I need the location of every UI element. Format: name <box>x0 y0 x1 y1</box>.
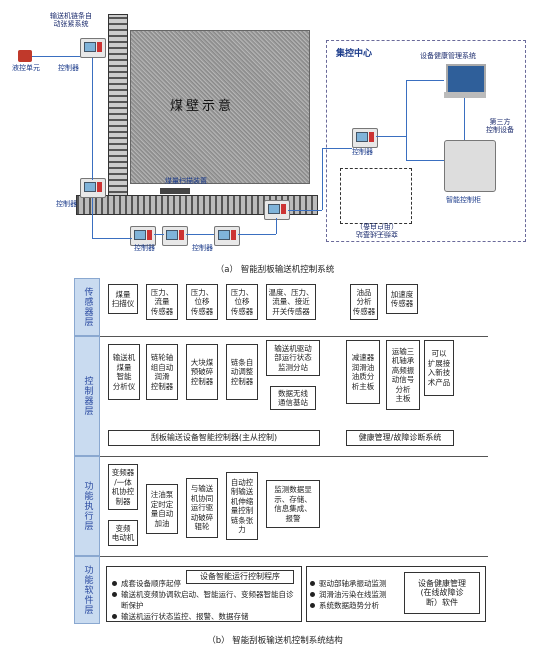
main-controller: 刮板输送设备智能控制器(主从控制) <box>108 430 320 446</box>
list-item: 输送机运行状态监控、报警、数据存储 <box>112 611 296 622</box>
link-line <box>32 56 80 57</box>
layer-actuator: 功能执行层 <box>74 456 100 556</box>
controller-box: 可以 扩展接 入新技 术产品 <box>424 340 454 396</box>
health-system-label: 设备健康管理系统 <box>420 52 476 60</box>
actuator-box: 监测数据显 示、存储、 信息集成、 报警 <box>266 480 320 528</box>
controller-label-1: 控制器 <box>58 64 79 72</box>
controller-bottom-2 <box>162 226 188 246</box>
sensor-box: 压力、 流量 传感器 <box>146 284 178 320</box>
hydraulic-unit-icon <box>18 50 32 62</box>
controller-right <box>264 200 290 220</box>
controller-left <box>80 178 106 198</box>
link-line <box>376 136 406 137</box>
conveyor-horizontal <box>76 195 318 215</box>
link-line <box>406 80 444 81</box>
wireless-base-label: 变频无线基站 （用户自备） <box>356 222 398 238</box>
link-line <box>322 148 352 149</box>
coal-wall-label: 煤壁示意 <box>170 99 235 114</box>
sensor-box: 油品 分析 传感器 <box>350 284 378 320</box>
controller-top <box>80 38 106 58</box>
software-right-list: 驱动部轴承振动监测 润滑油污染在线监测 系统数据趋势分析 <box>310 578 400 611</box>
sensor-box: 温度、压力、 流量、接近 开关传感器 <box>266 284 316 320</box>
layer-software: 功能软件层 <box>74 556 100 624</box>
controller-box: 输送机 煤量 智能 分析仪 <box>108 344 140 400</box>
list-item: 成套设备顺序起停 <box>112 578 191 589</box>
controller-box: 减速器 润滑油 油质分 析主板 <box>346 340 380 404</box>
wireless-box <box>340 168 412 224</box>
link-line <box>92 58 94 180</box>
list-item: 输送机变频协调软启动、智能运行、变频器智能自诊断保护 <box>112 589 296 611</box>
layer-controller: 控制器层 <box>74 336 100 456</box>
sensor-box: 加速度 传感器 <box>386 284 418 314</box>
software-left-list: 成套设备顺序起停 输送机变频协调软启动、智能运行、变频器智能自诊断保护 输送机运… <box>112 578 296 622</box>
actuator-box: 注油泵 定时定 量自动 加油 <box>146 484 178 534</box>
list-item: 驱动部轴承振动监测 <box>310 578 400 589</box>
sensor-box: 煤量 扫描仪 <box>108 284 138 314</box>
monitor-base <box>444 92 486 98</box>
software-right-panel <box>306 566 486 622</box>
coal-wall <box>130 30 310 184</box>
link-line <box>238 234 276 235</box>
third-party-label: 第三方 控制设备 <box>486 118 514 134</box>
actuator-box: 变频 电动机 <box>108 520 138 546</box>
controller-bottom-1 <box>130 226 156 246</box>
controller-box: 链条自 动调整 控制器 <box>226 344 258 400</box>
software-left-title: 设备智能运行控制程序 <box>186 570 294 584</box>
health-system-monitor <box>446 64 486 94</box>
coal-scanner-label: 煤量扫描装置 <box>165 177 207 185</box>
chain-tension-label: 输送机链条自 动张紧系统 <box>50 12 92 28</box>
band-line <box>100 336 488 337</box>
controller-label-3: 控制器 <box>134 244 155 252</box>
band-line <box>100 556 488 557</box>
controller-box: 链轮轴 组自动 润滑 控制器 <box>146 344 178 400</box>
software-right-title: 设备健康管理 (在线故障诊 断）软件 <box>404 572 480 614</box>
caption-b: （b） 智能刮板输送机控制系统结构 <box>207 636 343 646</box>
sensor-box: 压力、 位移 传感器 <box>226 284 258 320</box>
link-line <box>288 210 322 211</box>
actuator-box: 自动控 制输送 机伸缩 量控制 链条张 力 <box>226 472 258 540</box>
controller-label-5: 控制器 <box>352 148 373 156</box>
controller-box: 大块煤 预破碎 控制器 <box>186 344 218 400</box>
actuator-box: 变频器 /一体 机协控 制器 <box>108 464 138 510</box>
band-line <box>100 456 488 457</box>
link-line <box>406 80 408 160</box>
control-center-label: 集控中心 <box>336 49 373 59</box>
link-line <box>464 98 466 140</box>
link-line <box>322 148 324 210</box>
hydraulic-unit-label: 液控单元 <box>12 64 40 72</box>
link-line <box>276 218 278 234</box>
link-line <box>406 160 444 161</box>
controller-center <box>352 128 378 148</box>
list-item: 系统数据趋势分析 <box>310 600 400 611</box>
health-diag-system: 健康管理/故障诊断系统 <box>346 430 454 446</box>
controller-box: 运输三 机轴承 高频振 动信号 分析 主板 <box>386 340 420 410</box>
link-line <box>92 198 94 238</box>
layer-sensor: 传感器层 <box>74 278 100 336</box>
smart-cabinet-icon <box>444 140 496 192</box>
controller-box: 数据无线 通信基站 <box>270 386 316 410</box>
smart-cabinet-label: 智能控制柜 <box>446 196 481 204</box>
caption-a: （a） 智能刮板输送机控制系统 <box>215 265 335 275</box>
controller-label-2: 控制器 <box>56 200 77 208</box>
control-center-panel <box>326 40 526 242</box>
link-line <box>186 234 214 235</box>
link-line <box>154 234 164 235</box>
controller-box: 输送机驱动 部运行状态 监测分站 <box>266 340 320 376</box>
controller-bottom-3 <box>214 226 240 246</box>
actuator-box: 与输送 机协同 运行驱 动破碎 辊轮 <box>186 478 218 538</box>
software-left-panel <box>106 566 302 622</box>
conveyor-vertical <box>108 14 128 206</box>
sensor-box: 压力、 位移 传感器 <box>186 284 218 320</box>
controller-label-4: 控制器 <box>192 244 213 252</box>
list-item: 润滑油污染在线监测 <box>310 589 400 600</box>
link-line <box>92 238 132 239</box>
scanner-device <box>160 188 190 194</box>
